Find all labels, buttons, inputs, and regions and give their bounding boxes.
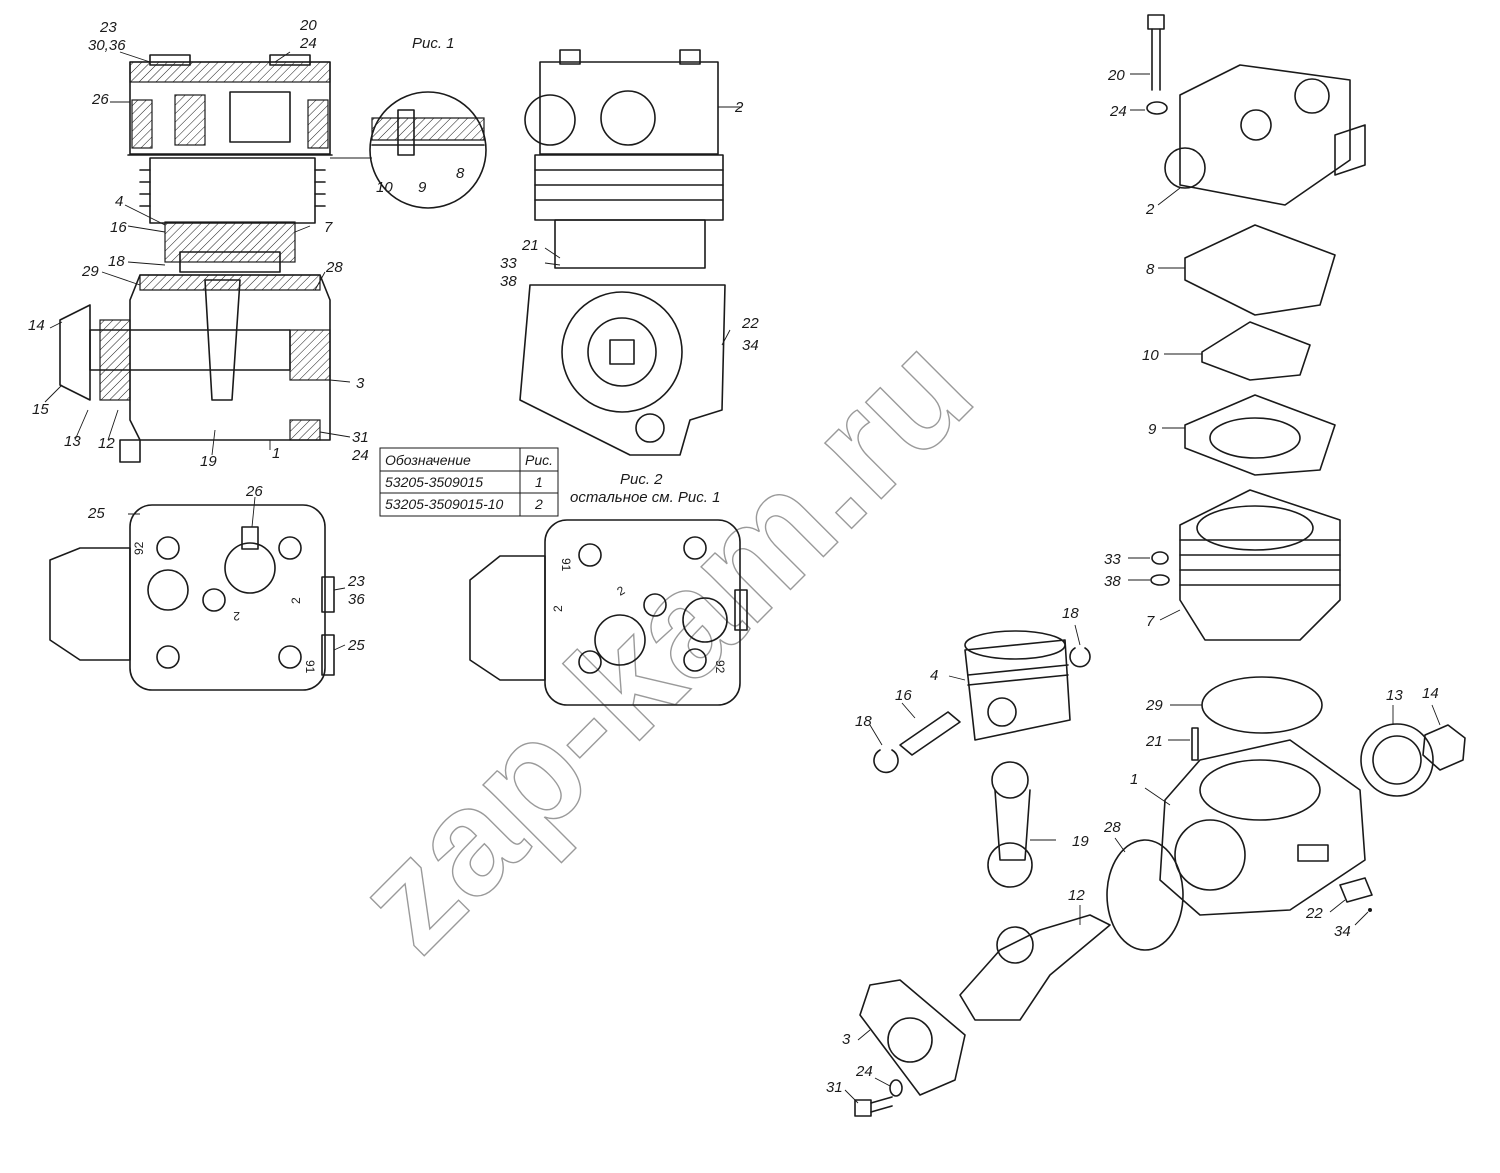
label-2-ex: 2 xyxy=(1145,201,1155,218)
table-header-fig: Рис. xyxy=(525,452,553,468)
label-33: 33 xyxy=(500,255,517,272)
caption-fig1: Рис. 1 xyxy=(412,35,455,52)
label-13: 13 xyxy=(64,433,81,450)
label-8-ex: 8 xyxy=(1146,261,1155,278)
label-38: 38 xyxy=(500,273,517,290)
label-30-36: 30,36 xyxy=(88,37,126,54)
label-25-lower: 25 xyxy=(347,637,365,654)
detail-gasket-view xyxy=(330,91,487,209)
label-22-ex: 22 xyxy=(1305,905,1323,922)
mark-2-fig2-left: 2 xyxy=(551,605,565,612)
label-3: 3 xyxy=(356,375,365,392)
front-view xyxy=(519,49,726,456)
label-34: 34 xyxy=(742,337,759,354)
top-view-fig2 xyxy=(469,519,748,706)
table-header-designation: Обозначение xyxy=(385,452,471,468)
table-row-1-fig: 1 xyxy=(535,474,543,490)
label-20: 20 xyxy=(299,17,317,34)
label-31-ex: 31 xyxy=(826,1079,843,1096)
label-14-ex: 14 xyxy=(1422,685,1439,702)
label-36-top: 36 xyxy=(348,591,365,608)
label-3-ex: 3 xyxy=(842,1031,851,1048)
leader-lines-section xyxy=(44,51,742,651)
label-28-ex: 28 xyxy=(1103,819,1121,836)
front-labels: 2 21 33 38 22 34 xyxy=(500,99,759,354)
label-29: 29 xyxy=(81,263,99,280)
label-19: 19 xyxy=(200,453,217,470)
leader-lines xyxy=(844,73,1441,1104)
label-1: 1 xyxy=(272,445,280,462)
label-2: 2 xyxy=(734,99,744,116)
label-4: 4 xyxy=(115,193,123,210)
label-7: 7 xyxy=(324,219,333,236)
label-1-ex: 1 xyxy=(1130,771,1138,788)
label-24: 24 xyxy=(299,35,317,52)
label-33-ex: 33 xyxy=(1104,551,1121,568)
label-14: 14 xyxy=(28,317,45,334)
sectional-labels: 23 30,36 20 24 26 4 16 7 18 29 28 14 15 … xyxy=(28,17,465,470)
label-24-ex-lower: 24 xyxy=(855,1063,873,1080)
label-22: 22 xyxy=(741,315,759,332)
label-16: 16 xyxy=(110,219,127,236)
label-12: 12 xyxy=(98,435,115,452)
exploded-labels: 20 24 2 8 10 9 33 38 7 18 4 16 18 29 13 … xyxy=(826,67,1439,1096)
label-7-ex: 7 xyxy=(1146,613,1155,630)
label-26: 26 xyxy=(91,91,109,108)
table-row-2-fig: 2 xyxy=(534,496,543,512)
caption-fig2: Рис. 2 xyxy=(620,471,663,488)
label-24-lower: 24 xyxy=(351,447,369,464)
sectional-view xyxy=(59,54,333,463)
label-18-ex-left: 18 xyxy=(855,713,872,730)
exploded-view xyxy=(854,14,1466,1117)
top-view-fig1 xyxy=(49,504,335,691)
mark-91-fig2: 91 xyxy=(559,558,573,572)
label-13-ex: 13 xyxy=(1386,687,1403,704)
label-19-ex: 19 xyxy=(1072,833,1089,850)
table-row-1-designation: 53205-3509015 xyxy=(385,474,483,490)
caption-fig2-note: остальное см. Рис. 1 xyxy=(570,489,720,506)
label-10-ex: 10 xyxy=(1142,347,1159,364)
label-18-ex-right: 18 xyxy=(1062,605,1079,622)
table-row-2-designation: 53205-3509015-10 xyxy=(385,496,504,512)
label-23-top: 23 xyxy=(347,573,365,590)
label-10: 10 xyxy=(376,179,393,196)
label-9: 9 xyxy=(418,179,427,196)
watermark: zap-kam.ru xyxy=(324,304,1003,983)
label-26-top: 26 xyxy=(245,483,263,500)
label-38-ex: 38 xyxy=(1104,573,1121,590)
mark-2-fig1-right: 2 xyxy=(289,597,303,604)
label-21-ex: 21 xyxy=(1145,733,1163,750)
label-29-ex: 29 xyxy=(1145,697,1163,714)
mark-92-fig2: 92 xyxy=(713,660,727,674)
label-15: 15 xyxy=(32,401,49,418)
label-8: 8 xyxy=(456,165,465,182)
label-23: 23 xyxy=(99,19,117,36)
label-20-ex: 20 xyxy=(1107,67,1125,84)
label-24-ex: 24 xyxy=(1109,103,1127,120)
label-21: 21 xyxy=(521,237,539,254)
label-18: 18 xyxy=(108,253,125,270)
label-16-ex: 16 xyxy=(895,687,912,704)
mark-2-fig1-center: 2 xyxy=(233,609,240,623)
label-28: 28 xyxy=(325,259,343,276)
label-34-ex: 34 xyxy=(1334,923,1351,940)
mark-91-fig1: 91 xyxy=(303,660,317,674)
variant-table: Обозначение Рис. 53205-3509015 1 53205-3… xyxy=(379,447,559,517)
label-9-ex: 9 xyxy=(1148,421,1157,438)
label-12-ex: 12 xyxy=(1068,887,1085,904)
mark-92-fig1: 92 xyxy=(132,541,146,555)
label-25-upper: 25 xyxy=(87,505,105,522)
label-31: 31 xyxy=(352,429,369,446)
label-4-ex: 4 xyxy=(930,667,938,684)
top-view-labels: 25 26 23 36 25 xyxy=(87,483,365,654)
